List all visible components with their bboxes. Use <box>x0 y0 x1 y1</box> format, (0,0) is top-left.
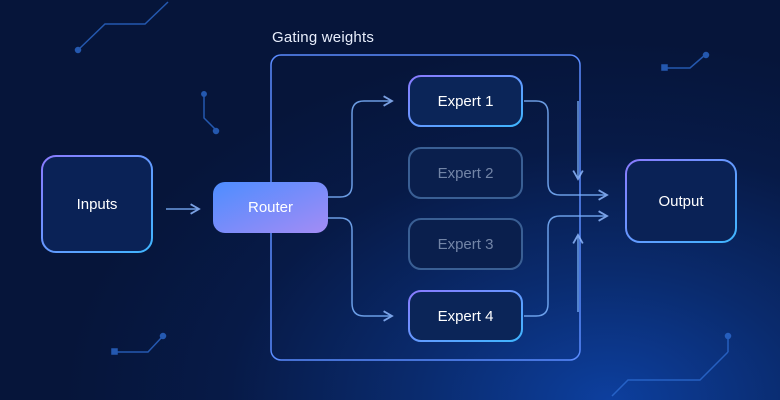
arrow-expert-1-to-output <box>524 100 609 201</box>
output-label: Output <box>658 192 704 210</box>
expert-2-label: Expert 2 <box>437 164 494 182</box>
expert-4-box <box>408 290 523 342</box>
expert-1-box <box>408 75 523 127</box>
output-box <box>625 159 737 243</box>
expert-4-label: Expert 4 <box>437 307 494 325</box>
circuit-decoration <box>74 1 732 397</box>
expert-1-label: Expert 1 <box>437 92 494 110</box>
router-label: Router <box>247 199 294 216</box>
arrow-expert-4-to-output <box>524 210 609 317</box>
inputs-box <box>41 155 153 253</box>
router-box <box>213 182 328 233</box>
inputs-label: Inputs <box>76 195 118 213</box>
expert-3-label: Expert 3 <box>437 235 494 253</box>
expert-2-box <box>408 147 523 199</box>
arrow-router-to-expert-4 <box>328 217 394 322</box>
expert-3-box <box>408 218 523 270</box>
arrow-router-to-expert-1 <box>328 95 394 198</box>
gating-weights-label: Gating weights <box>272 29 375 46</box>
